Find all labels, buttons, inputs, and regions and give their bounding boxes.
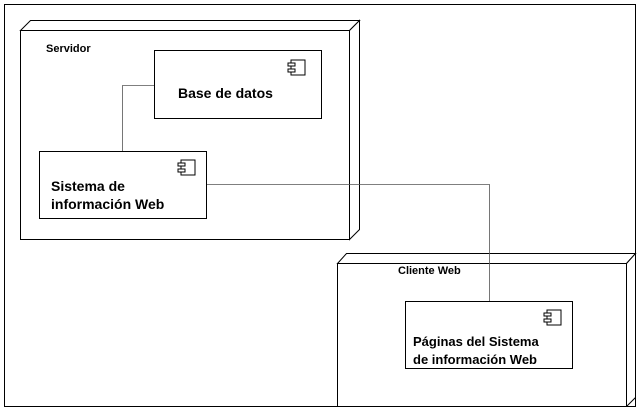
component-base-de-datos[interactable]: Base de datos (154, 50, 322, 119)
node-cliente-web[interactable]: Cliente Web (336, 252, 637, 407)
component-paginas-label-line1: Páginas del Sistema (413, 334, 539, 349)
node-servidor-side-face (349, 19, 360, 241)
component-paginas-del-sistema[interactable]: Páginas del Sistema de información Web (405, 301, 573, 369)
component-sistema-label-line2: información Web (51, 196, 164, 212)
node-servidor-label: Servidor (46, 43, 91, 55)
component-paginas-label-line2: de información Web (413, 352, 537, 367)
component-icon (543, 309, 562, 326)
node-servidor-top-face (19, 20, 361, 31)
component-base-de-datos-label: Base de datos (178, 85, 273, 101)
node-cliente-top-face (336, 253, 637, 264)
component-sistema-de-informacion-web[interactable]: Sistema de información Web (39, 151, 207, 219)
connector-sistema-paginas (207, 184, 490, 302)
component-sistema-label-line1: Sistema de (51, 178, 125, 194)
component-paginas-label: Páginas del Sistema de información Web (413, 334, 542, 367)
node-cliente-side-face (626, 252, 636, 407)
component-icon (177, 159, 196, 176)
component-icon (287, 59, 306, 76)
connector-sistema-base-datos (122, 85, 154, 151)
node-cliente-web-label: Cliente Web (398, 265, 461, 277)
component-sistema-label: Sistema de información Web (51, 178, 164, 212)
